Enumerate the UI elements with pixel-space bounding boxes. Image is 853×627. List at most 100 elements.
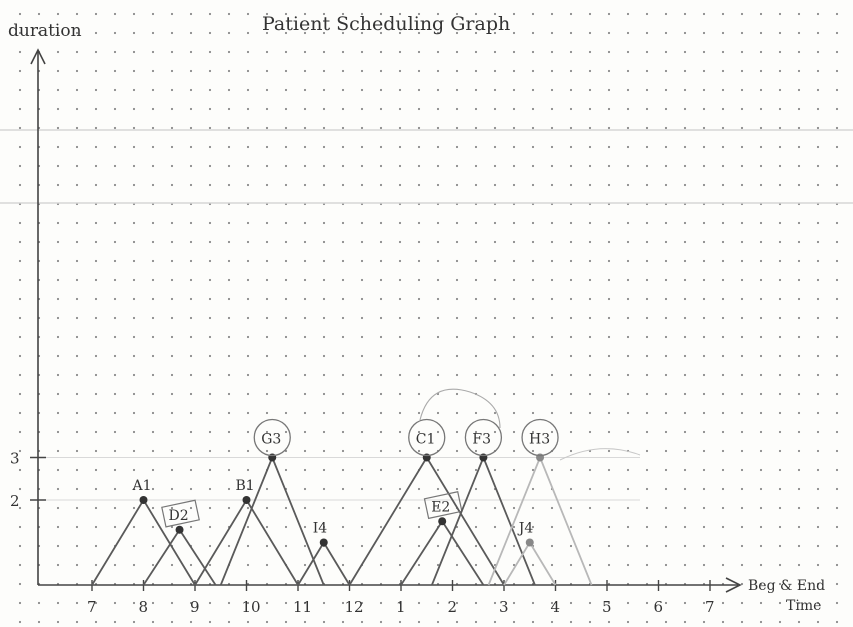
- grid-dot: [360, 468, 364, 472]
- grid-dot: [531, 468, 535, 472]
- grid-dot: [664, 278, 668, 282]
- grid-dot: [75, 316, 79, 320]
- grid-dot: [436, 601, 440, 605]
- grid-dot: [512, 221, 516, 225]
- grid-dot: [151, 354, 155, 358]
- grid-dot: [265, 411, 269, 415]
- grid-dot: [341, 297, 345, 301]
- grid-dot: [170, 221, 174, 225]
- grid-dot: [341, 430, 345, 434]
- grid-dot: [626, 88, 630, 92]
- grid-dot: [417, 316, 421, 320]
- grid-dot: [702, 544, 706, 548]
- grid-dot: [550, 221, 554, 225]
- grid-dot: [151, 373, 155, 377]
- grid-dot: [645, 411, 649, 415]
- grid-dot: [588, 411, 592, 415]
- grid-dot: [778, 164, 782, 168]
- grid-dot: [56, 183, 60, 187]
- grid-dot: [493, 31, 497, 35]
- grid-dot: [816, 31, 820, 35]
- grid-dot: [797, 373, 801, 377]
- grid-dot: [759, 221, 763, 225]
- grid-dot: [246, 620, 250, 624]
- grid-dot: [759, 601, 763, 605]
- grid-dot: [512, 50, 516, 54]
- grid-dot: [303, 278, 307, 282]
- grid-dot: [379, 107, 383, 111]
- grid-dot: [835, 468, 839, 472]
- grid-dot: [512, 392, 516, 396]
- grid-dot: [246, 164, 250, 168]
- grid-dot: [550, 183, 554, 187]
- grid-dot: [835, 354, 839, 358]
- grid-dot: [379, 183, 383, 187]
- grid-dot: [94, 50, 98, 54]
- grid-dot: [702, 107, 706, 111]
- grid-dot: [740, 221, 744, 225]
- grid-dot: [493, 544, 497, 548]
- grid-dot: [607, 145, 611, 149]
- grid-dot: [322, 392, 326, 396]
- grid-dot: [626, 126, 630, 130]
- grid-dot: [246, 126, 250, 130]
- grid-dot: [189, 297, 193, 301]
- grid-dot: [531, 449, 535, 453]
- grid-dot: [265, 50, 269, 54]
- node-label: J4: [517, 521, 534, 537]
- grid-dot: [189, 525, 193, 529]
- grid-dot: [170, 31, 174, 35]
- grid-dot: [759, 126, 763, 130]
- grid-dot: [170, 88, 174, 92]
- grid-dot: [113, 240, 117, 244]
- grid-dot: [626, 107, 630, 111]
- grid-dot: [227, 88, 231, 92]
- grid-dot: [398, 620, 402, 624]
- grid-dot: [189, 316, 193, 320]
- grid-dot: [208, 12, 212, 16]
- grid-dot: [683, 449, 687, 453]
- grid-dot: [531, 12, 535, 16]
- grid-dot: [512, 259, 516, 263]
- grid-dot: [170, 107, 174, 111]
- grid-dot: [455, 221, 459, 225]
- grid-dot: [189, 126, 193, 130]
- grid-dot: [360, 354, 364, 358]
- grid-dot: [702, 126, 706, 130]
- grid-dot: [379, 525, 383, 529]
- grid-dot: [683, 107, 687, 111]
- grid-dot: [227, 31, 231, 35]
- grid-dot: [645, 69, 649, 73]
- grid-dot: [113, 107, 117, 111]
- grid-dot: [588, 468, 592, 472]
- grid-dot: [75, 107, 79, 111]
- grid-dot: [740, 240, 744, 244]
- grid-dot: [835, 88, 839, 92]
- grid-dot: [797, 31, 801, 35]
- grid-dot: [151, 278, 155, 282]
- grid-dot: [588, 354, 592, 358]
- grid-dot: [607, 411, 611, 415]
- grid-dot: [303, 88, 307, 92]
- grid-dot: [265, 69, 269, 73]
- grid-dot: [569, 601, 573, 605]
- grid-dot: [436, 183, 440, 187]
- grid-dot: [493, 183, 497, 187]
- grid-dot: [360, 373, 364, 377]
- grid-dot: [759, 373, 763, 377]
- grid-dot: [550, 107, 554, 111]
- grid-dot: [132, 12, 136, 16]
- grid-dot: [740, 12, 744, 16]
- grid-dot: [816, 335, 820, 339]
- grid-dot: [645, 449, 649, 453]
- grid-dot: [569, 354, 573, 358]
- grid-dot: [645, 50, 649, 54]
- grid-dot: [664, 88, 668, 92]
- grid-dot: [189, 506, 193, 510]
- node-b1: B1: [194, 478, 299, 586]
- grid-dot: [721, 601, 725, 605]
- grid-dot: [322, 335, 326, 339]
- grid-dot: [227, 145, 231, 149]
- grid-dot: [265, 240, 269, 244]
- grid-dot: [683, 259, 687, 263]
